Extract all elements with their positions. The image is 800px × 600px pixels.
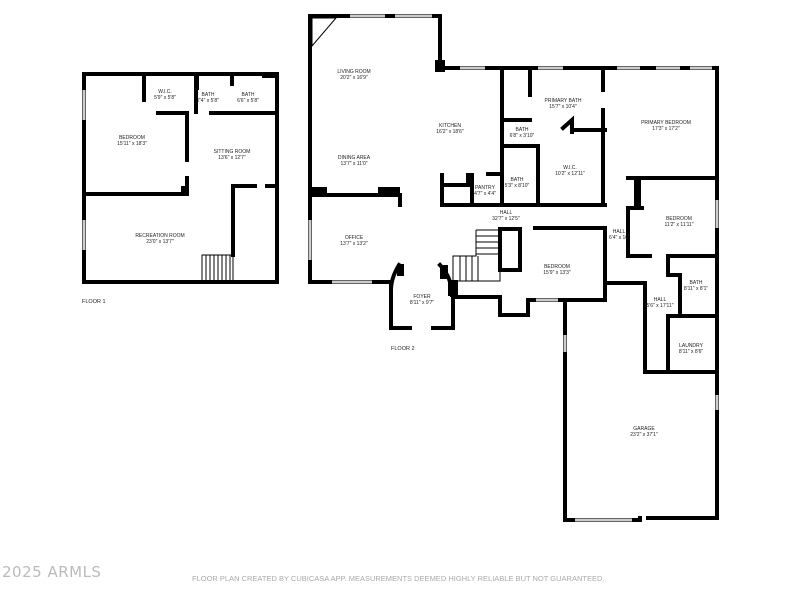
room-dimensions: 7'4" x 5'8": [197, 98, 219, 104]
room-dimensions: 13'7" x 11'0": [340, 161, 367, 167]
room-dimensions: 17'3" x 17'2": [652, 126, 680, 132]
room-dimensions: 5'6" x 17'11": [646, 303, 673, 309]
room-dimensions: 23'0" x 13'7": [146, 239, 174, 245]
room-name: BEDROOM: [666, 216, 692, 222]
floor-2-stairs: [452, 229, 501, 282]
floor-label: FLOOR 2: [391, 346, 415, 352]
floor-1-walls: [82, 72, 279, 284]
room-name: LAUNDRY: [679, 343, 703, 349]
room-name: BATH: [242, 92, 255, 98]
room-name: BATH: [202, 92, 215, 98]
room-dimensions: 5'3" x 8'10": [505, 183, 530, 189]
room-name: KITCHEN: [439, 123, 461, 129]
room-dimensions: 15'9" x 13'3": [543, 270, 571, 276]
room-name: BATH: [516, 127, 529, 133]
floor-label: FLOOR 1: [82, 299, 106, 305]
room-dimensions: 8'11" x 8'1": [684, 286, 708, 292]
room-dimensions: 10'2" x 12'11": [555, 171, 585, 177]
room-dimensions: 11'2" x 11'11": [664, 222, 693, 228]
room-name: BEDROOM: [119, 135, 145, 141]
room-name: RECREATION ROOM: [135, 233, 184, 239]
room-name: PANTRY: [475, 185, 495, 191]
room-dimensions: 4'7" x 4'4": [474, 191, 496, 197]
room-name: DINING AREA: [338, 155, 371, 161]
room-dimensions: 15'7" x 10'4": [549, 104, 577, 110]
room-name: BEDROOM: [544, 264, 570, 270]
room-dimensions: 13'6" x 12'7": [218, 155, 246, 161]
room-dimensions: 6'6" x 5'8": [237, 98, 259, 104]
room-dimensions: 13'7" x 13'2": [340, 241, 368, 247]
room-name: SITTING ROOM: [214, 149, 251, 155]
room-name: OFFICE: [345, 235, 364, 241]
room-name: BATH: [511, 177, 524, 183]
floor-1-stairs: [201, 254, 234, 283]
room-name: PRIMARY BEDROOM: [641, 120, 691, 126]
room-name: LIVING ROOM: [337, 69, 370, 75]
room-name: HALL: [500, 210, 513, 216]
room-dimensions: 5'9" x 5'8": [154, 95, 176, 101]
room-dimensions: 32'7" x 12'5": [492, 216, 520, 222]
room-name: BATH: [690, 280, 703, 286]
room-name: W.I.C.: [158, 89, 172, 95]
room-dimensions: 23'2" x 37'1": [630, 432, 658, 438]
room-dimensions: 15'11" x 18'3": [117, 141, 147, 147]
copyright-watermark: 2025 ARMLS: [2, 563, 102, 581]
room-dimensions: 6'4" x 16': [609, 235, 629, 241]
room-name: HALL: [654, 297, 667, 303]
disclaimer-text: FLOOR PLAN CREATED BY CUBICASA APP. MEAS…: [192, 574, 605, 583]
room-dimensions: 16'2" x 18'6": [436, 129, 464, 135]
room-dimensions: 6'8" x 3'10": [510, 133, 535, 139]
room-dimensions: 8'11" x 8'6": [679, 349, 703, 355]
floor-2-walls: [308, 14, 719, 522]
room-name: W.I.C.: [563, 165, 577, 171]
room-dimensions: 8'11" x 9'7": [410, 300, 434, 306]
room-dimensions: 20'2" x 16'9": [340, 75, 368, 81]
room-name: HALL: [613, 229, 626, 235]
room-name: PRIMARY BATH: [545, 98, 582, 104]
room-name: GARAGE: [633, 426, 655, 432]
room-name: FOYER: [413, 294, 431, 300]
